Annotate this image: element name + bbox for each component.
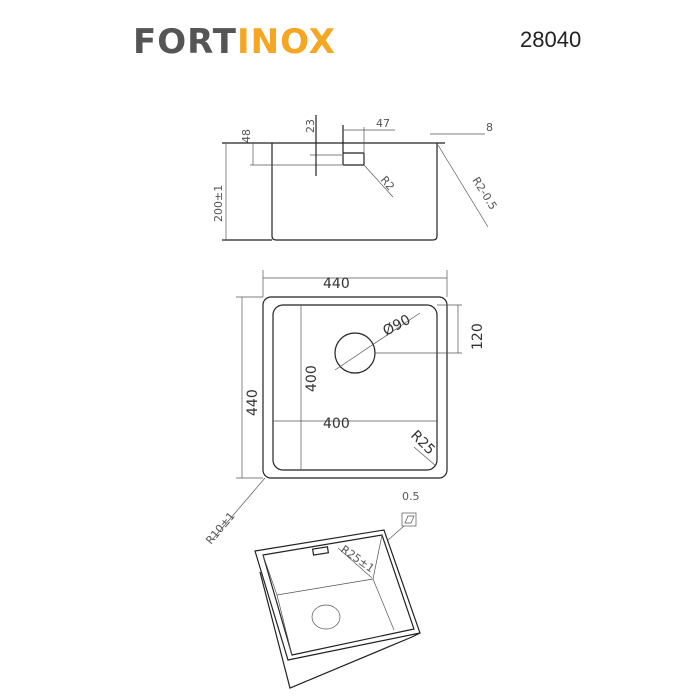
flange-label: 8 [486,121,493,134]
outer-radius-leader [211,477,266,541]
fortinox-logo: FORTINOX [133,25,336,59]
iso-radius-leader [337,547,373,579]
isometric-view: R25±1 0.5 [254,490,421,689]
flatness-label: 0.5 [402,490,420,503]
logo-text-fort: FORT [133,22,237,62]
outer-radius-label: R10±1 [203,510,237,547]
overflow-slot [342,152,365,166]
logo-text-inox: INOX [236,22,336,62]
iso-corner-radius-label: R25±1 [338,543,376,575]
outer-depth-label: 440 [245,389,261,416]
drain-leader [334,312,421,371]
iso-body [259,571,421,689]
inner-bowl [272,304,438,471]
iso-outer-rim [254,529,421,661]
iso-corner-edge [262,554,278,596]
iso-corner-edge [372,534,383,580]
iso-floor-back-edge [276,578,374,596]
drain-offset-label: 120 [470,323,486,350]
drain-label: Ø90 [380,312,413,340]
iso-drain [311,604,341,630]
rim-label: 48 [240,129,253,143]
drain-hole [334,332,376,374]
iso-overflow [311,546,330,556]
outer-width-label: 440 [323,276,350,292]
bowl-profile [271,143,438,241]
outer-rim [262,296,448,479]
edge-radius-leader [437,144,489,228]
overflow-width-label: 47 [376,117,390,130]
overflow-radius-label: R2 [378,174,397,194]
model-number: 28040 [520,27,582,52]
flatness-leader [387,525,405,541]
iso-corner-edge [276,594,293,656]
flatness-symbol-box [401,512,417,527]
height-label: 200±1 [212,185,225,222]
overflow-label: 23 [304,119,317,133]
overflow-radius-leader [363,164,394,198]
iso-inner-rim [262,534,415,656]
side-view: 200±1 48 23 47 8 R2 R2-0.5 [212,115,500,241]
iso-corner-edge [372,578,395,631]
inner-depth-label: 400 [304,365,320,392]
corner-radius-leader [413,446,437,467]
edge-radius-label: R2-0.5 [469,175,499,213]
top-view: 440 440 400 400 Ø90 120 R25 R10±1 [203,270,486,547]
flatness-icon [404,515,415,524]
corner-radius-label: R25 [407,428,438,459]
inner-width-label: 400 [323,416,350,432]
